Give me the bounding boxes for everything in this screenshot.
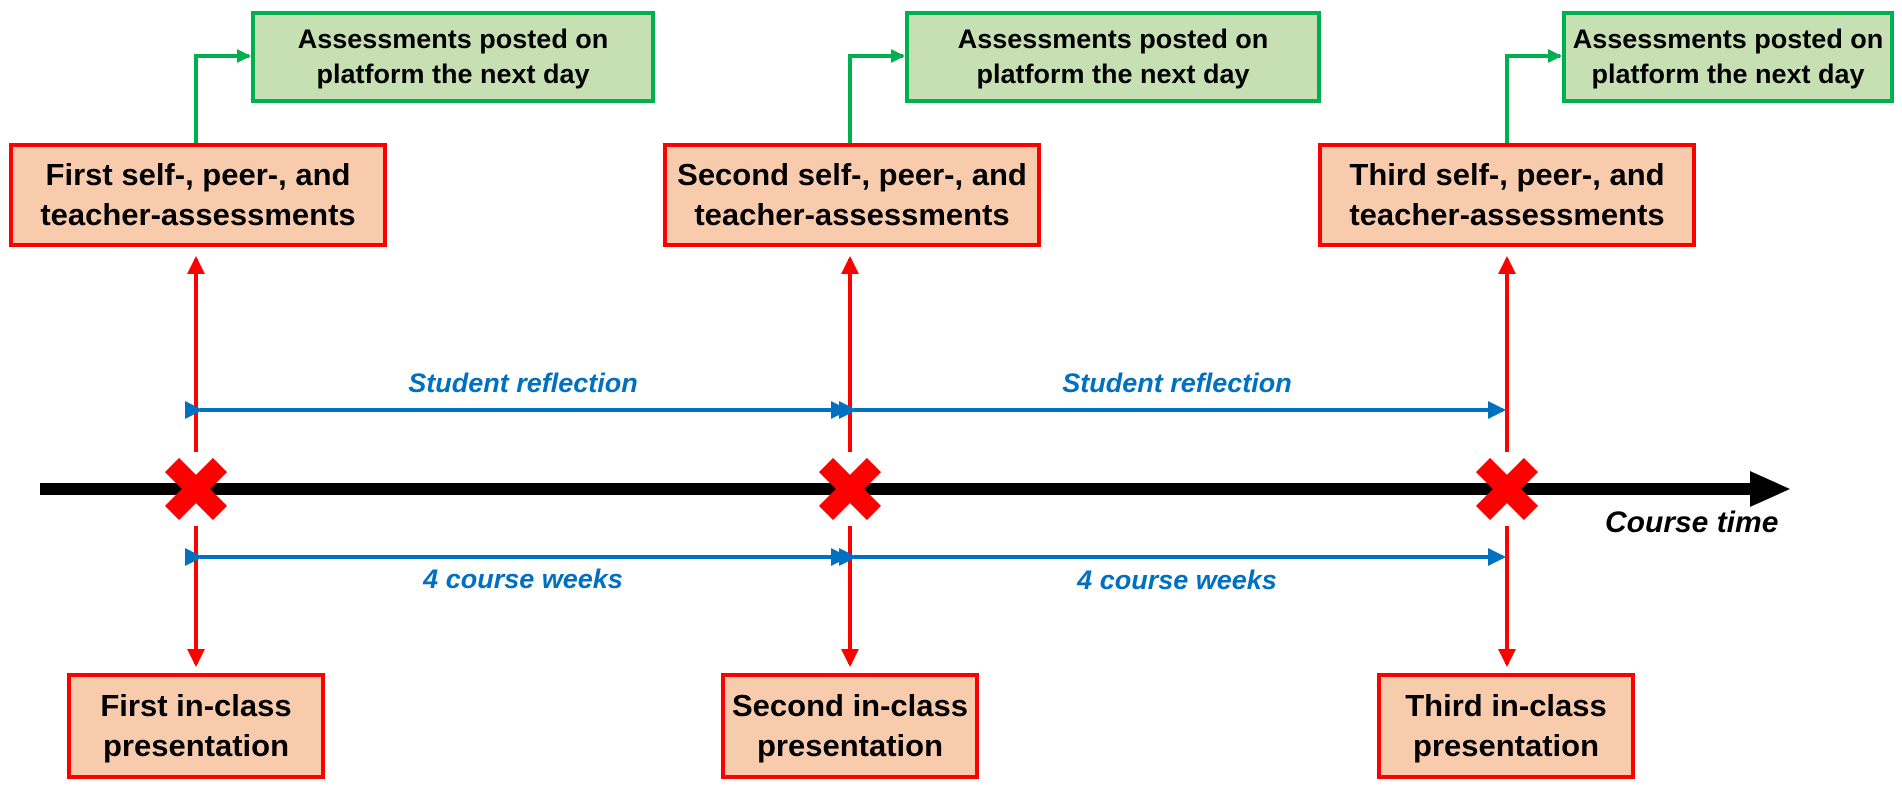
assessment-box-2: Second self-, peer-, and teacher-assessm… xyxy=(663,143,1041,247)
posted-box-1-line1: Assessments posted on xyxy=(297,23,609,54)
posted-box-1-line2: platform the next day xyxy=(316,59,590,89)
connector-arrow-3 xyxy=(1505,49,1562,143)
assessment-box-1: First self-, peer-, and teacher-assessme… xyxy=(9,143,387,247)
presentation-box-1-line2: presentation xyxy=(102,728,290,763)
reflection-label-1: Student reflection xyxy=(408,368,638,398)
presentation-box-1: First in-class presentation xyxy=(67,673,325,779)
presentation-box-2-line1: Second in-class xyxy=(731,687,969,723)
posted-box-2-line2: platform the next day xyxy=(976,59,1250,89)
assessment-box-3-line2: teacher-assessments xyxy=(1349,197,1665,232)
presentation-box-3-line1: Third in-class xyxy=(1405,687,1607,723)
posted-box-2: Assessments posted on platform the next … xyxy=(905,11,1321,103)
reflection-label-2: Student reflection xyxy=(1062,368,1292,398)
posted-box-1: Assessments posted on platform the next … xyxy=(251,11,655,103)
assessment-box-3: Third self-, peer-, and teacher-assessme… xyxy=(1318,143,1696,247)
assessment-box-2-line1: Second self-, peer-, and xyxy=(677,156,1027,192)
posted-box-2-line1: Assessments posted on xyxy=(957,23,1269,54)
duration-label-2: 4 course weeks xyxy=(1077,565,1277,595)
presentation-box-1-line1: First in-class xyxy=(100,687,292,723)
event-marker-1 xyxy=(164,457,228,521)
presentation-box-2-line2: presentation xyxy=(756,728,944,763)
presentation-box-2: Second in-class presentation xyxy=(721,673,979,779)
assessment-box-1-line2: teacher-assessments xyxy=(40,197,356,232)
duration-label-1: 4 course weeks xyxy=(423,564,623,594)
event-marker-2 xyxy=(818,457,882,521)
posted-box-3-line1: Assessments posted on xyxy=(1572,23,1884,54)
posted-box-3-line2: platform the next day xyxy=(1591,59,1865,89)
event-marker-3 xyxy=(1475,457,1539,521)
assessment-box-3-line1: Third self-, peer-, and xyxy=(1349,156,1665,192)
assessment-box-1-line1: First self-, peer-, and xyxy=(45,156,351,192)
timeline-label: Course time xyxy=(1605,506,1779,539)
connector-arrow-1 xyxy=(194,49,251,143)
presentation-box-3-line2: presentation xyxy=(1412,728,1600,763)
connector-arrow-2 xyxy=(848,49,905,143)
presentation-box-3: Third in-class presentation xyxy=(1377,673,1635,779)
assessment-box-2-line2: teacher-assessments xyxy=(694,197,1010,232)
timeline-arrowhead xyxy=(1750,471,1790,507)
posted-box-3: Assessments posted on platform the next … xyxy=(1562,11,1894,103)
